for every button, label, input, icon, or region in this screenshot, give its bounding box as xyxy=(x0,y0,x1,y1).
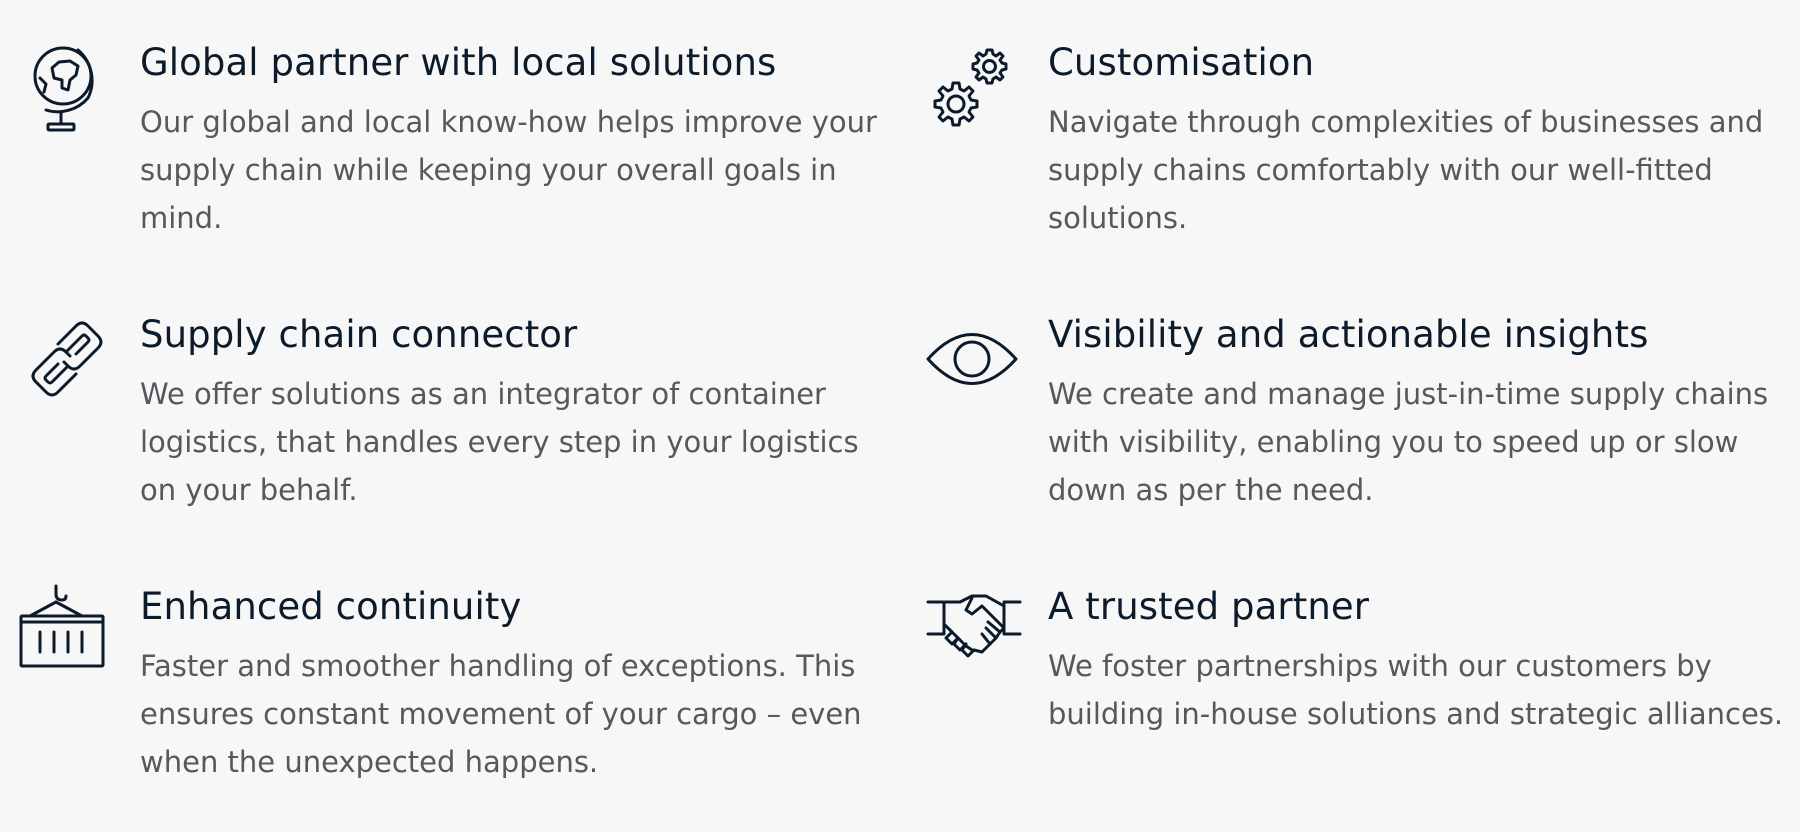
link-icon xyxy=(18,312,118,412)
handshake-icon xyxy=(926,584,1026,684)
feature-description: Our global and local know-how helps impr… xyxy=(140,105,877,235)
feature-description: Navigate through complexities of busines… xyxy=(1048,105,1764,235)
feature-title: Global partner with local solutions xyxy=(140,41,777,84)
feature-text: Global partner with local solutions Our … xyxy=(140,40,880,242)
feature-text: Supply chain connector We offer solution… xyxy=(140,312,880,514)
eye-icon xyxy=(926,312,1026,412)
feature-text: Customisation Navigate through complexit… xyxy=(1048,40,1788,242)
feature-description: We foster partnerships with our customer… xyxy=(1048,649,1784,731)
container-crane-icon xyxy=(18,584,118,684)
feature-text: A trusted partner We foster partnerships… xyxy=(1048,584,1788,738)
feature-title: Enhanced continuity xyxy=(140,585,522,628)
feature-title: A trusted partner xyxy=(1048,585,1370,628)
feature-description: We create and manage just-in-time supply… xyxy=(1048,377,1769,507)
feature-title: Visibility and actionable insights xyxy=(1048,313,1649,356)
feature-text: Enhanced continuity Faster and smoother … xyxy=(140,584,880,786)
feature-description: We offer solutions as an integrator of c… xyxy=(140,377,859,507)
globe-icon xyxy=(18,40,118,140)
gears-icon xyxy=(926,40,1026,140)
feature-title: Supply chain connector xyxy=(140,313,578,356)
feature-title: Customisation xyxy=(1048,41,1315,84)
feature-description: Faster and smoother handling of exceptio… xyxy=(140,649,862,779)
feature-text: Visibility and actionable insights We cr… xyxy=(1048,312,1788,514)
